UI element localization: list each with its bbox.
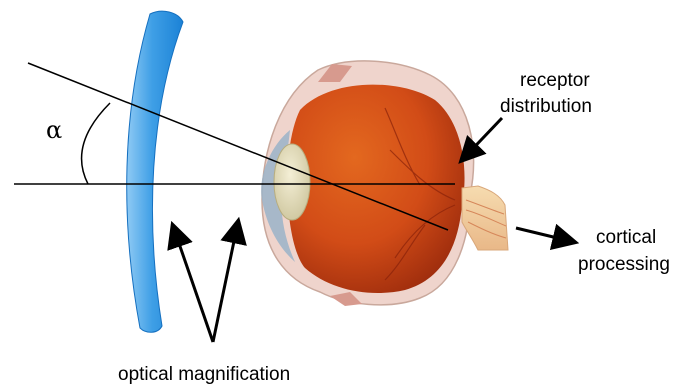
optical-magnification-label: optical magnification bbox=[118, 364, 290, 385]
cortical-arrow bbox=[516, 228, 574, 242]
spectacle-lens bbox=[127, 11, 183, 332]
angle-arc bbox=[82, 103, 110, 184]
magnification-arrow-right bbox=[213, 222, 238, 342]
cortical-label-2: processing bbox=[578, 254, 670, 275]
optic-nerve bbox=[462, 186, 508, 250]
receptor-label-2: distribution bbox=[500, 96, 592, 117]
magnification-arrow-left bbox=[173, 226, 213, 342]
cortical-label-1: cortical bbox=[596, 227, 656, 248]
receptor-label-1: receptor bbox=[520, 70, 590, 91]
angle-label: α bbox=[46, 116, 62, 144]
retina-ball bbox=[287, 85, 464, 293]
eye-lens bbox=[274, 144, 310, 220]
